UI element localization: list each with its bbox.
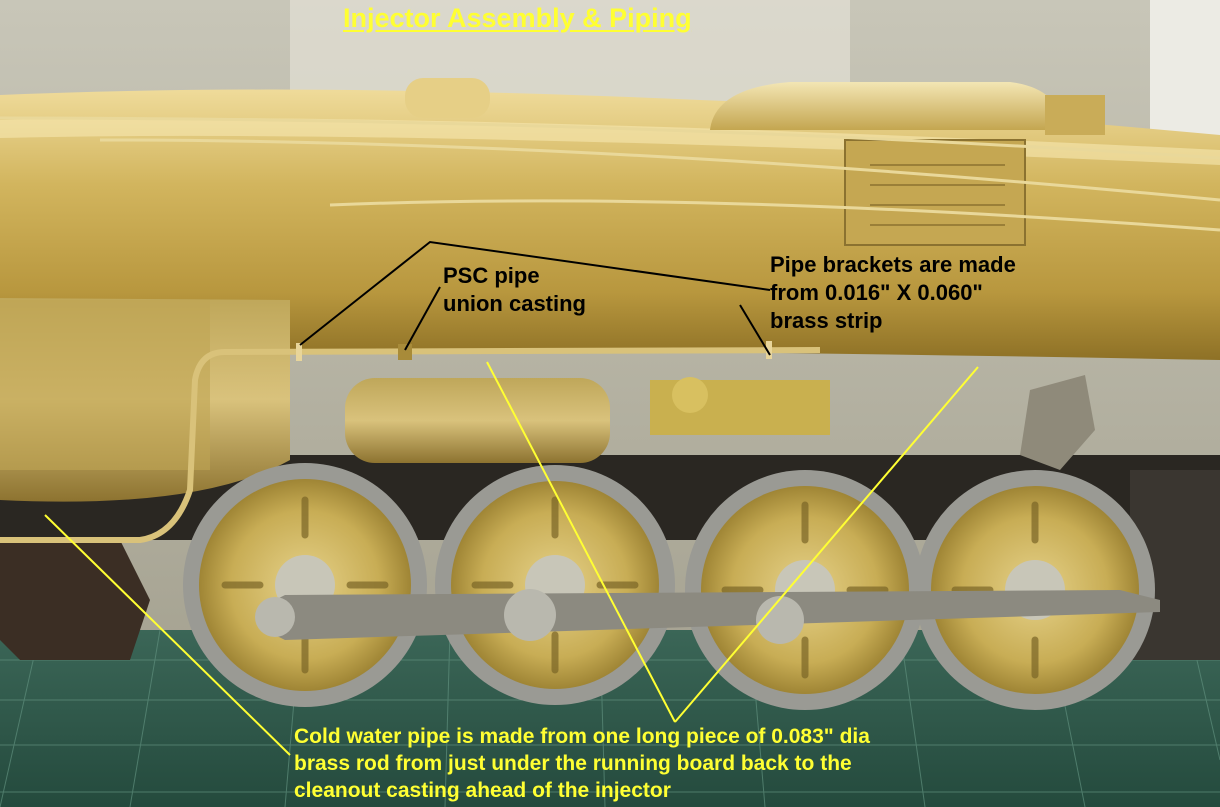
- pipe-brackets-callout-line-1: Pipe brackets are made: [770, 252, 1016, 277]
- sand-dome: [405, 78, 490, 118]
- smokebox-fitting: [1045, 95, 1105, 135]
- callout-lines-psc: [299, 240, 771, 356]
- pipe-brackets-callout-line-3: brass strip: [770, 308, 883, 333]
- side-rod: [265, 590, 1160, 640]
- psc-union-callout-line-2: union casting: [443, 291, 586, 316]
- feedwater-panel: [844, 139, 1026, 246]
- steam-dome: [710, 82, 1065, 130]
- cold-water-pipe-callout: Cold water pipe is made from one long pi…: [294, 723, 870, 804]
- crank-pin-1: [255, 597, 295, 637]
- pipe-bracket-2: [766, 341, 772, 359]
- callout-lines-cold-water: [44, 361, 979, 756]
- crank-pin-2: [504, 589, 556, 641]
- injector-valve: [672, 377, 708, 413]
- driver-wheel-2: [435, 465, 675, 705]
- pipe-brackets-callout: Pipe brackets are made from 0.016" X 0.0…: [770, 251, 1016, 335]
- pipe-bracket-1: [296, 343, 302, 361]
- handrails: [0, 116, 1220, 232]
- boiler-highlight: [0, 118, 1220, 165]
- valve-gear-bracket: [1020, 375, 1095, 470]
- psc-union-callout: PSC pipe union casting: [443, 262, 586, 318]
- feedwater-panel-louvers: [870, 164, 1005, 226]
- psc-union-callout-line-1: PSC pipe: [443, 263, 540, 288]
- driver-wheel-3: [685, 470, 925, 710]
- trailing-truck: [0, 540, 150, 660]
- cold-water-pipe-callout-line-3: cleanout casting ahead of the injector: [294, 779, 671, 802]
- cold-water-pipe: [0, 347, 821, 543]
- pipe-brackets-callout-line-2: from 0.016" X 0.060": [770, 280, 983, 305]
- cold-water-pipe-callout-line-1: Cold water pipe is made from one long pi…: [294, 725, 870, 748]
- driver-wheel-4: [915, 470, 1155, 710]
- driver-wheel-1: [183, 463, 427, 707]
- air-tank: [345, 378, 610, 463]
- crank-pin-3: [756, 596, 804, 644]
- cold-water-pipe-callout-line-2: brass rod from just under the running bo…: [294, 752, 852, 775]
- tank-lower: [0, 300, 210, 470]
- wheel-spokes: [221, 496, 1039, 679]
- pipe-union: [398, 344, 412, 360]
- page-title: Injector Assembly & Piping: [343, 3, 692, 33]
